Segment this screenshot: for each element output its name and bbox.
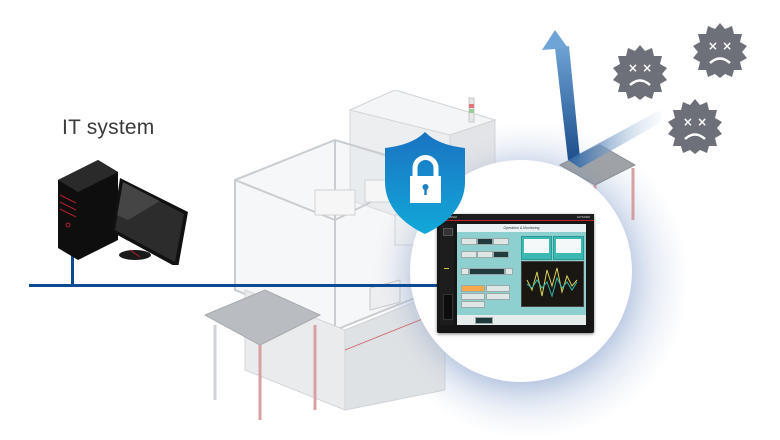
hmi-usb-slot: [443, 294, 453, 320]
hmi-nav-button[interactable]: [475, 317, 493, 324]
hmi-trend-chart: [521, 261, 584, 307]
hmi-button[interactable]: [461, 238, 477, 245]
hmi-button[interactable]: [461, 251, 477, 258]
sad-virus-icon: × ×: [668, 99, 722, 154]
hmi-button[interactable]: [493, 238, 509, 245]
hmi-side-panel: [440, 224, 454, 325]
hmi-decrement-button[interactable]: [461, 268, 469, 275]
blocked-arrow-icon: [542, 30, 662, 168]
hmi-gauge: [553, 236, 584, 260]
hmi-button[interactable]: [486, 285, 510, 292]
hmi-button[interactable]: [461, 301, 485, 308]
hmi-button[interactable]: [461, 285, 485, 292]
shield-lock-icon: [385, 132, 465, 234]
svg-text:× ×: × ×: [683, 115, 707, 129]
hmi-button[interactable]: [477, 251, 493, 258]
network-line: [29, 284, 441, 287]
desktop-computer-icon: [58, 160, 188, 265]
hmi-status-led: [444, 268, 449, 269]
hmi-screen[interactable]: Operation & Monitoring: [457, 224, 586, 325]
svg-text:× ×: × ×: [708, 39, 732, 53]
hmi-screen-title: Operation & Monitoring: [457, 224, 586, 232]
hmi-button[interactable]: [493, 251, 509, 258]
hmi-button[interactable]: [461, 293, 485, 300]
hmi-footer-nav: [457, 315, 586, 325]
svg-text:× ×: × ×: [628, 61, 652, 75]
hmi-model-label: GOT2000: [576, 215, 590, 219]
hmi-gauge: [521, 236, 552, 260]
hmi-button[interactable]: [486, 293, 510, 300]
sad-virus-icon: × ×: [693, 23, 747, 78]
it-system-label: IT system: [62, 116, 155, 139]
hmi-value-display: [469, 268, 505, 275]
hmi-home-button[interactable]: [443, 228, 453, 236]
network-drop-line: [71, 238, 74, 286]
hmi-touch-panel[interactable]: MITSUBISHI GOT2000 Operation & Monitorin…: [437, 214, 594, 333]
sad-virus-icon: × ×: [613, 45, 667, 100]
hmi-button[interactable]: [477, 238, 493, 245]
hmi-increment-button[interactable]: [505, 268, 513, 275]
